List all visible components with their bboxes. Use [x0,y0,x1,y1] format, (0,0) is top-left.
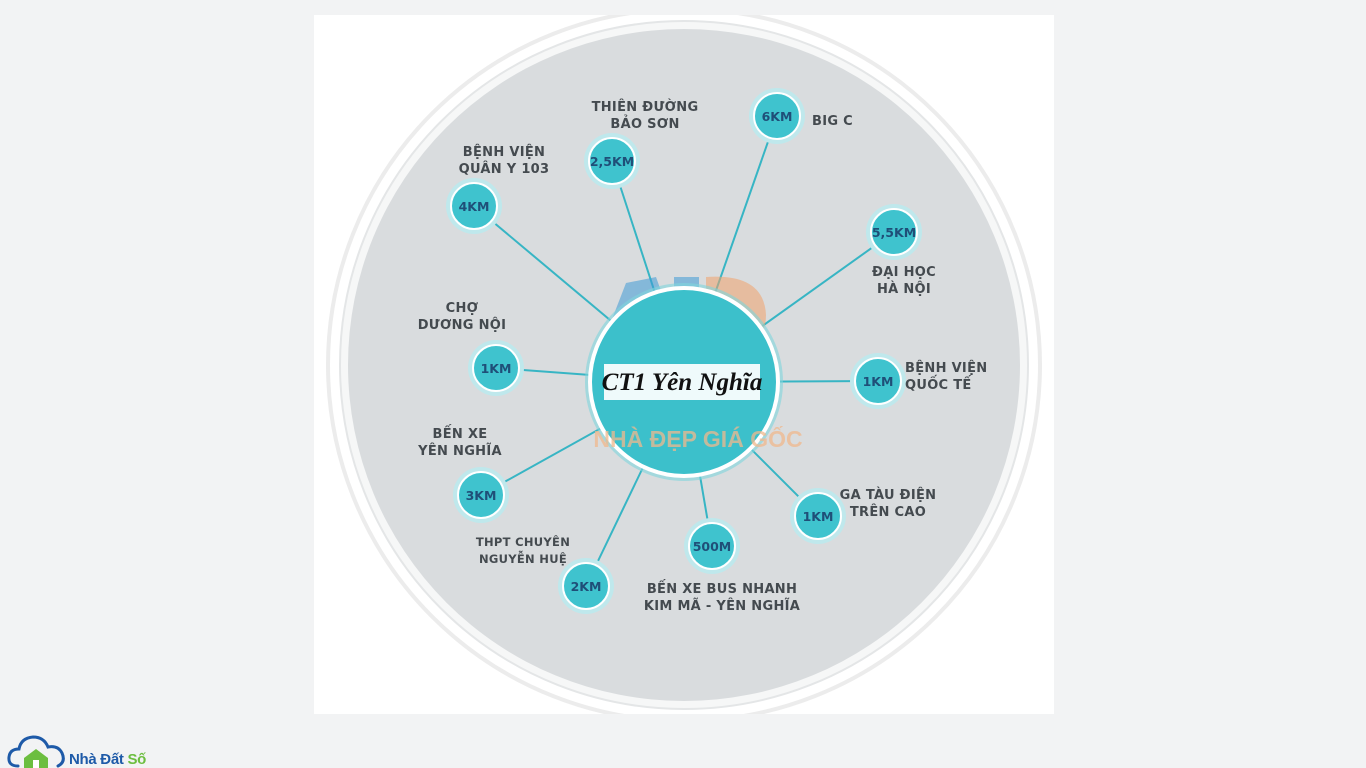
image-panel: CT1 Yên Nghĩa NHÀ ĐẸP GIÁ GỐC 6KM BIG C 5,… [314,15,1054,714]
center-title: CT1 Yên Nghĩa [602,369,763,396]
distance-label: 1KM [803,509,834,524]
place-label: GA TÀU ĐIỆN [840,487,937,503]
node-circle [450,182,498,230]
node-circle [588,137,636,185]
place-label: BẢO SƠN [610,115,679,132]
distance-label: 2KM [571,579,602,594]
place-label: HÀ NỘI [877,281,931,297]
place-label: BỆNH VIỆN [463,144,545,160]
cloud-house-icon [7,735,65,768]
place-label: BIG C [812,114,853,129]
node-circle [472,344,520,392]
distance-label: 3KM [466,488,497,503]
place-label: BỆNH VIỆN [905,360,987,376]
distance-label: 500M [693,539,732,554]
place-label: THPT CHUYÊN [476,534,570,549]
node-circle [688,522,736,570]
place-label: YÊN NGHĨA [417,443,502,459]
site-logo: Nhà Đất Số [6,732,166,768]
watermark-text: NHÀ ĐẸP GIÁ GỐC [593,425,802,452]
place-label: TRÊN CAO [850,504,926,520]
distance-label: 1KM [863,374,894,389]
place-label: QUỐC TẾ [905,375,972,393]
outer-ring [326,15,1042,714]
node-circle [854,357,902,405]
place-label: DƯƠNG NỘI [418,317,507,333]
node-big-c: 6KM BIG C [749,88,853,144]
distance-label: 4KM [459,199,490,214]
node-circle [794,492,842,540]
node-circle [753,92,801,140]
place-label: BẾN XE [433,425,488,442]
distance-label: 2,5KM [590,154,634,169]
location-diagram: CT1 Yên Nghĩa NHÀ ĐẸP GIÁ GỐC 6KM BIG C 5,… [326,15,1042,714]
place-label: ĐẠI HỌC [872,265,936,280]
place-label: NGUYỄN HUỆ [479,550,567,566]
place-label: CHỢ [446,301,479,316]
node-circle [562,562,610,610]
distance-label: 1KM [481,361,512,376]
site-logo-name: Nhà Đất Số [69,751,147,768]
place-label: BẾN XE BUS NHANH [647,580,797,597]
distance-label: 5,5KM [872,225,916,240]
node-circle [457,471,505,519]
place-label: THIÊN ĐƯỜNG [592,99,699,115]
distance-label: 6KM [762,109,793,124]
node-circle [870,208,918,256]
place-label: QUÂN Y 103 [459,161,550,177]
center-title-band [604,364,760,400]
place-label: KIM MÃ - YÊN NGHĨA [644,598,800,614]
